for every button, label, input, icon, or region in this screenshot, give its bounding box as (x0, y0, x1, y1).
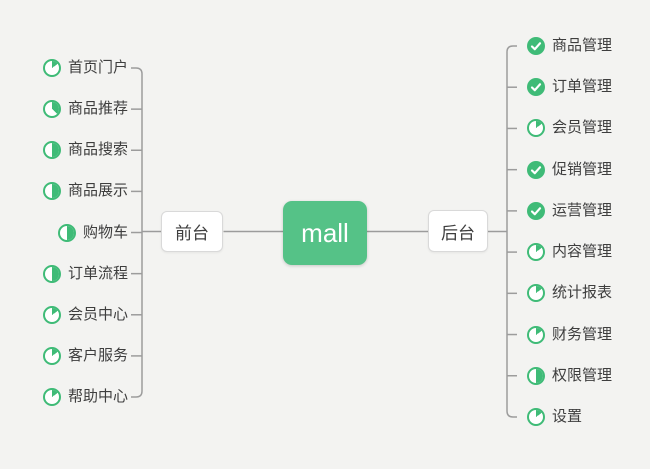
progress-pie-icon (42, 346, 61, 365)
item-label: 设置 (552, 407, 583, 425)
mindmap-item-left[interactable]: 会员中心 (42, 304, 128, 326)
mindmap-item-left[interactable]: 商品搜索 (42, 139, 128, 161)
progress-pie-icon (42, 59, 61, 77)
progress-pie-icon (527, 325, 545, 344)
check-icon (527, 37, 545, 55)
item-label: 客户服务 (67, 346, 128, 364)
mindmap-item-right[interactable]: 运营管理 (527, 200, 612, 222)
item-label: 会员管理 (552, 119, 613, 137)
mindmap-item-left[interactable]: 订单流程 (42, 263, 128, 285)
mindmap-item-left[interactable]: 购物车 (57, 222, 128, 244)
progress-pie-icon (527, 407, 545, 426)
item-label: 首页门户 (67, 59, 128, 76)
mindmap-item-right[interactable]: 设置 (527, 406, 582, 428)
item-label: 购物车 (82, 223, 128, 241)
item-label: 内容管理 (552, 243, 613, 261)
item-label: 商品展示 (67, 182, 128, 200)
progress-pie-icon (527, 243, 545, 262)
mindmap-item-left[interactable]: 帮助中心 (42, 386, 128, 408)
progress-pie-icon (42, 388, 61, 407)
item-label: 财务管理 (552, 325, 613, 343)
mindmap-item-right[interactable]: 权限管理 (527, 365, 612, 387)
mindmap-item-right[interactable]: 统计报表 (527, 282, 612, 304)
item-label: 统计报表 (552, 284, 613, 302)
root-node-mall[interactable]: mall (283, 201, 367, 265)
mindmap-item-left[interactable]: 商品推荐 (42, 98, 128, 120)
progress-pie-icon (42, 182, 61, 201)
branch-node-backend[interactable]: 后台 (428, 210, 488, 252)
item-label: 订单流程 (67, 264, 128, 282)
item-label: 运营管理 (552, 201, 613, 219)
mindmap-item-right[interactable]: 会员管理 (527, 117, 612, 139)
progress-pie-icon (42, 100, 61, 119)
item-label: 权限管理 (552, 366, 613, 384)
mindmap-item-right[interactable]: 订单管理 (527, 76, 612, 98)
progress-pie-icon (57, 223, 76, 242)
item-label: 会员中心 (67, 305, 128, 323)
mindmap-item-right[interactable]: 内容管理 (527, 241, 612, 263)
check-icon (527, 78, 545, 97)
check-icon (527, 160, 545, 179)
progress-pie-icon (42, 141, 61, 160)
item-label: 订单管理 (552, 78, 613, 96)
mindmap-item-left[interactable]: 商品展示 (42, 180, 128, 202)
mindmap-item-right[interactable]: 促销管理 (527, 159, 612, 181)
mindmap-item-left[interactable]: 客户服务 (42, 345, 128, 367)
progress-pie-icon (527, 284, 545, 303)
item-label: 商品搜索 (67, 141, 128, 159)
item-label: 促销管理 (552, 160, 613, 178)
mindmap-item-right[interactable]: 商品管理 (527, 35, 612, 57)
check-icon (527, 201, 545, 220)
progress-pie-icon (42, 305, 61, 324)
branch-node-frontend[interactable]: 前台 (161, 211, 223, 252)
progress-pie-icon (42, 264, 61, 283)
mindmap-item-left[interactable]: 首页门户 (42, 57, 128, 79)
item-label: 帮助中心 (67, 388, 128, 406)
progress-pie-icon (527, 366, 545, 385)
mindmap-item-right[interactable]: 财务管理 (527, 324, 612, 346)
progress-pie-icon (527, 119, 545, 138)
item-label: 商品管理 (552, 37, 613, 54)
item-label: 商品推荐 (67, 100, 128, 118)
